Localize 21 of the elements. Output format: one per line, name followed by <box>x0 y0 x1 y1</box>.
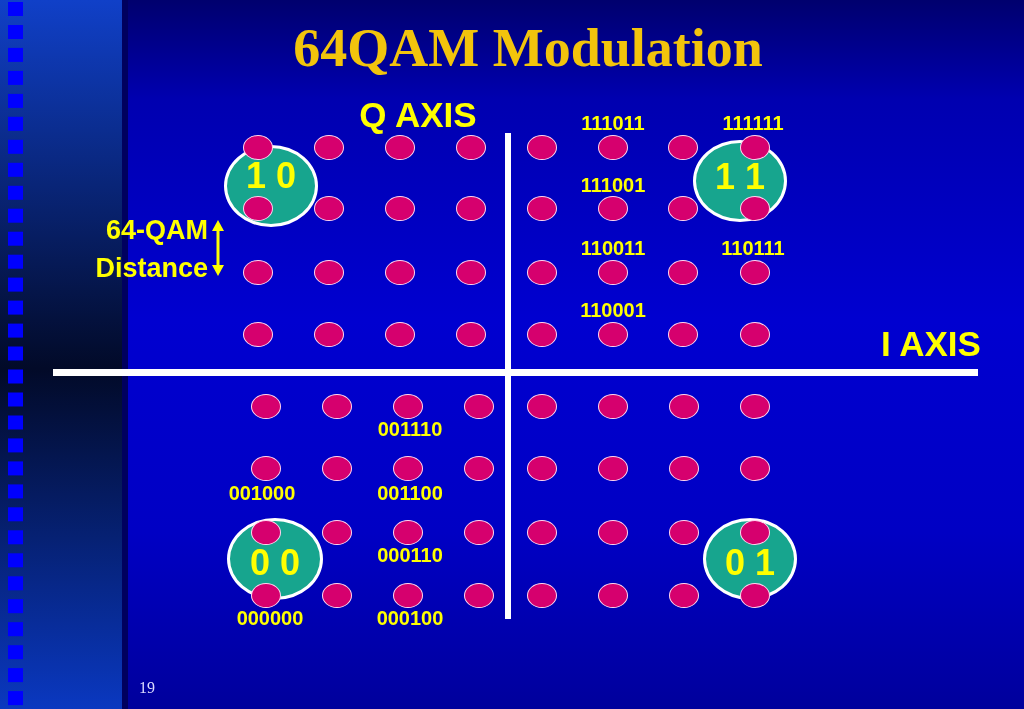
bit-code-label: 001100 <box>377 483 443 503</box>
bit-code-label: 001110 <box>377 419 443 439</box>
bit-code-label: 001000 <box>228 483 296 503</box>
bit-code-label: 111111 <box>722 113 784 133</box>
bit-code-label: 111001 <box>580 175 646 195</box>
bit-pair-label: 1 1 <box>715 160 765 194</box>
bit-code-label: 110001 <box>580 300 646 320</box>
bit-pair-label: 0 1 <box>725 546 775 580</box>
slide-title: 64QAM Modulation <box>293 21 763 75</box>
bit-code-label: 000100 <box>376 608 444 628</box>
bit-pair-label: 0 0 <box>250 546 300 580</box>
bit-code-label: 111011 <box>581 113 645 133</box>
bit-pair-label: 1 0 <box>246 159 296 193</box>
axis-label: I AXIS <box>881 325 981 361</box>
bit-code-label: 110011 <box>580 238 646 258</box>
bit-code-label: 000000 <box>236 608 304 628</box>
bit-code-label: 110111 <box>721 238 785 258</box>
bit-code-label: 000110 <box>377 545 443 565</box>
distance-label: 64-QAM Distance <box>94 214 208 285</box>
page-number: 19 <box>139 680 155 696</box>
axis-label: Q AXIS <box>359 96 477 132</box>
